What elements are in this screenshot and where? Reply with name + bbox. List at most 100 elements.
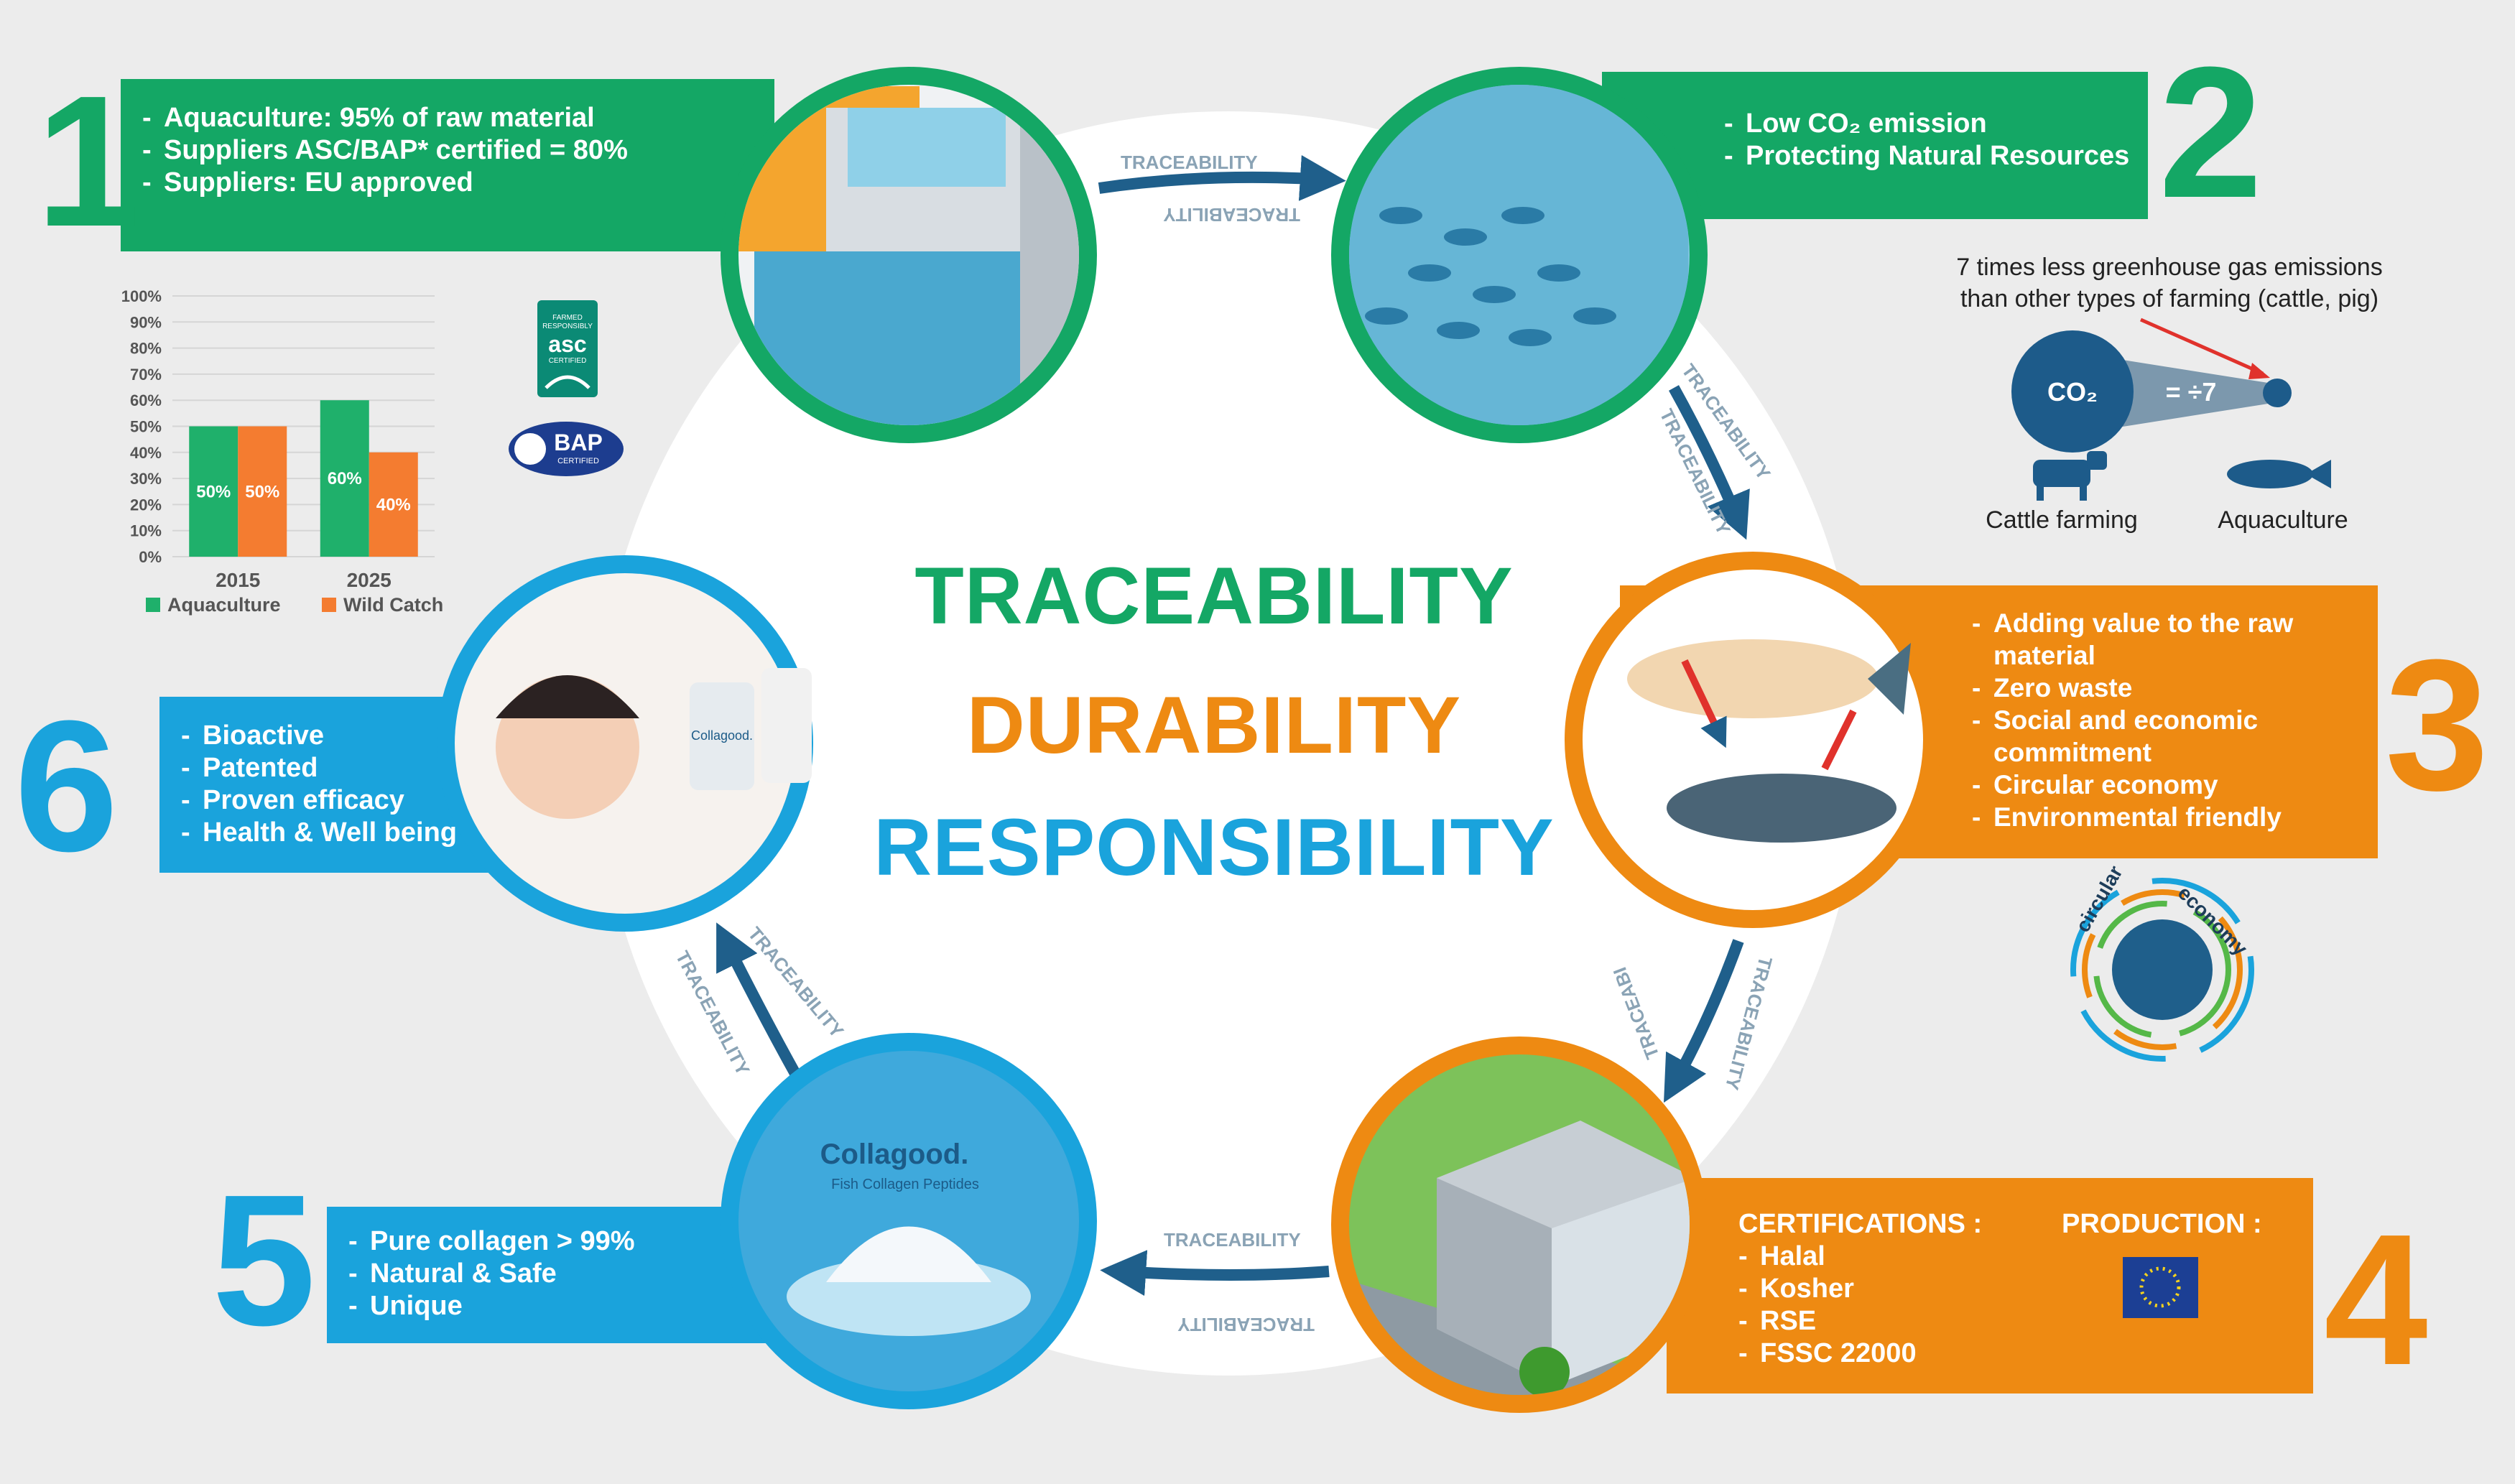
step-5-list: Pure collagen > 99%Natural & SafeUnique (348, 1225, 772, 1322)
factory-icon (1331, 1037, 1708, 1413)
list-item: RSE (1738, 1305, 2313, 1337)
svg-text:asc: asc (548, 331, 586, 357)
y-tick-label: 70% (130, 366, 162, 384)
arrow-1-2 (1098, 154, 1346, 201)
svg-text:CERTIFIED: CERTIFIED (557, 457, 599, 465)
arrow-5-6 (716, 922, 802, 1080)
traceability-label: TRACEABILITY (1121, 152, 1258, 173)
emissions-caption: 7 times less greenhouse gas emissions th… (1896, 251, 2442, 315)
red-pointer (2139, 317, 2264, 376)
y-tick-label: 90% (130, 313, 162, 331)
step-2-list: Low CO₂ emissionProtecting Natural Resou… (1724, 108, 2148, 172)
x-tick-label: 2015 (216, 569, 260, 591)
list-item: Circular economy (1972, 769, 2378, 801)
certifications-title: CERTIFICATIONS : (1738, 1209, 1983, 1239)
bap-logo: BAP CERTIFIED (509, 422, 624, 476)
fish-school-icon (1331, 67, 1708, 443)
legend-label: Aquaculture (167, 594, 281, 616)
svg-text:BAP: BAP (554, 430, 603, 455)
step-3-number: 3 (2385, 621, 2489, 830)
step-1-list: Aquaculture: 95% of raw materialSupplier… (142, 102, 774, 199)
list-item: Kosher (1738, 1273, 2313, 1305)
bottle-label: Collagood. (691, 728, 753, 743)
list-item: Bioactive (181, 720, 662, 752)
center-word-responsibility: RESPONSIBILITY (874, 802, 1555, 892)
list-item: Unique (348, 1290, 772, 1322)
y-tick-label: 0% (139, 548, 162, 566)
list-item: Low CO₂ emission (1724, 108, 2148, 140)
co2-label: CO₂ (2047, 377, 2098, 407)
arrow-4-5 (1100, 1250, 1330, 1297)
aquaculture-label: Aquaculture (2218, 506, 2348, 534)
bar-data-label: 50% (245, 482, 279, 501)
y-tick-label: 80% (130, 340, 162, 358)
list-item: Suppliers: EU approved (142, 167, 774, 199)
y-tick-label: 30% (130, 470, 162, 488)
emissions-caption-line2: than other types of farming (cattle, pig… (1960, 285, 2379, 312)
legend-swatch (322, 598, 336, 612)
step-6-number: 6 (14, 682, 119, 891)
salmon-icon (1565, 552, 1941, 928)
bar (369, 452, 418, 557)
eu-flag-icon (2123, 1257, 2198, 1318)
step-1-number: 1 (36, 57, 140, 266)
step-1-box: Aquaculture: 95% of raw materialSupplier… (121, 79, 774, 251)
step-5-box: Pure collagen > 99%Natural & SafeUnique (327, 1207, 772, 1343)
list-item: Aquaculture: 95% of raw material (142, 102, 774, 134)
x-tick-label: 2025 (347, 569, 392, 591)
svg-text:RESPONSIBLY: RESPONSIBLY (542, 323, 593, 330)
list-item: Patented (181, 752, 662, 784)
traceability-label: TRACEABILITY (1163, 204, 1300, 226)
fish-icon (2227, 460, 2331, 488)
traceability-label: TRACEABILITY (1164, 1229, 1301, 1251)
arrow-3-4 (1664, 939, 1744, 1103)
bar-data-label: 50% (196, 482, 231, 501)
bar (238, 426, 287, 557)
center-word-traceability: TRACEABILITY (914, 551, 1514, 641)
center-word-durability: DURABILITY (966, 680, 1462, 770)
cattle-farming-label: Cattle farming (1986, 506, 2138, 534)
list-item: Zero waste (1972, 672, 2378, 704)
collagood-subtitle: Fish Collagen Peptides (831, 1177, 979, 1192)
list-item: Suppliers ASC/BAP* certified = 80% (142, 134, 774, 167)
list-item: Halal (1738, 1240, 2313, 1273)
svg-text:CERTIFIED: CERTIFIED (549, 357, 587, 365)
y-tick-label: 40% (130, 444, 162, 462)
list-item: Natural & Safe (348, 1258, 772, 1290)
step-4-number: 4 (2324, 1196, 2428, 1404)
list-item: Pure collagen > 99% (348, 1225, 772, 1258)
list-item: Proven efficacy (181, 784, 662, 817)
y-tick-label: 50% (130, 418, 162, 436)
y-tick-label: 20% (130, 496, 162, 514)
traceability-label: TRACEABILITY (1177, 1314, 1315, 1335)
production-title: PRODUCTION : (2062, 1209, 2262, 1239)
list-item: Social and economic commitment (1972, 704, 2378, 769)
bar (320, 400, 369, 557)
asc-logo: FARMED RESPONSIBLY asc CERTIFIED (537, 300, 598, 397)
svg-text:FARMED: FARMED (552, 314, 583, 322)
bar (189, 426, 238, 557)
list-item: Environmental friendly (1972, 801, 2378, 833)
bar-data-label: 40% (376, 495, 411, 514)
list-item: Protecting Natural Resources (1724, 140, 2148, 172)
list-item: Health & Well being (181, 817, 662, 849)
step-4-box: CERTIFICATIONS : HalalKosherRSEFSSC 2200… (1667, 1178, 2313, 1393)
y-tick-label: 10% (130, 522, 162, 540)
woman-wellbeing-icon: Collagood. (437, 555, 813, 932)
list-item: Adding value to the raw material (1972, 607, 2378, 672)
list-item: FSSC 22000 (1738, 1337, 2313, 1370)
collagood-logo-text: Collagood. (820, 1138, 969, 1170)
bar-data-label: 60% (328, 469, 362, 488)
step-2-number: 2 (2159, 29, 2263, 237)
cow-icon (2033, 451, 2107, 501)
step-4-list: HalalKosherRSEFSSC 22000 (1738, 1240, 2313, 1370)
legend-label: Wild Catch (343, 594, 443, 616)
step-5-number: 5 (212, 1156, 316, 1365)
legend-swatch (146, 598, 160, 612)
step-6-list: BioactivePatentedProven efficacyHealth &… (181, 720, 662, 849)
